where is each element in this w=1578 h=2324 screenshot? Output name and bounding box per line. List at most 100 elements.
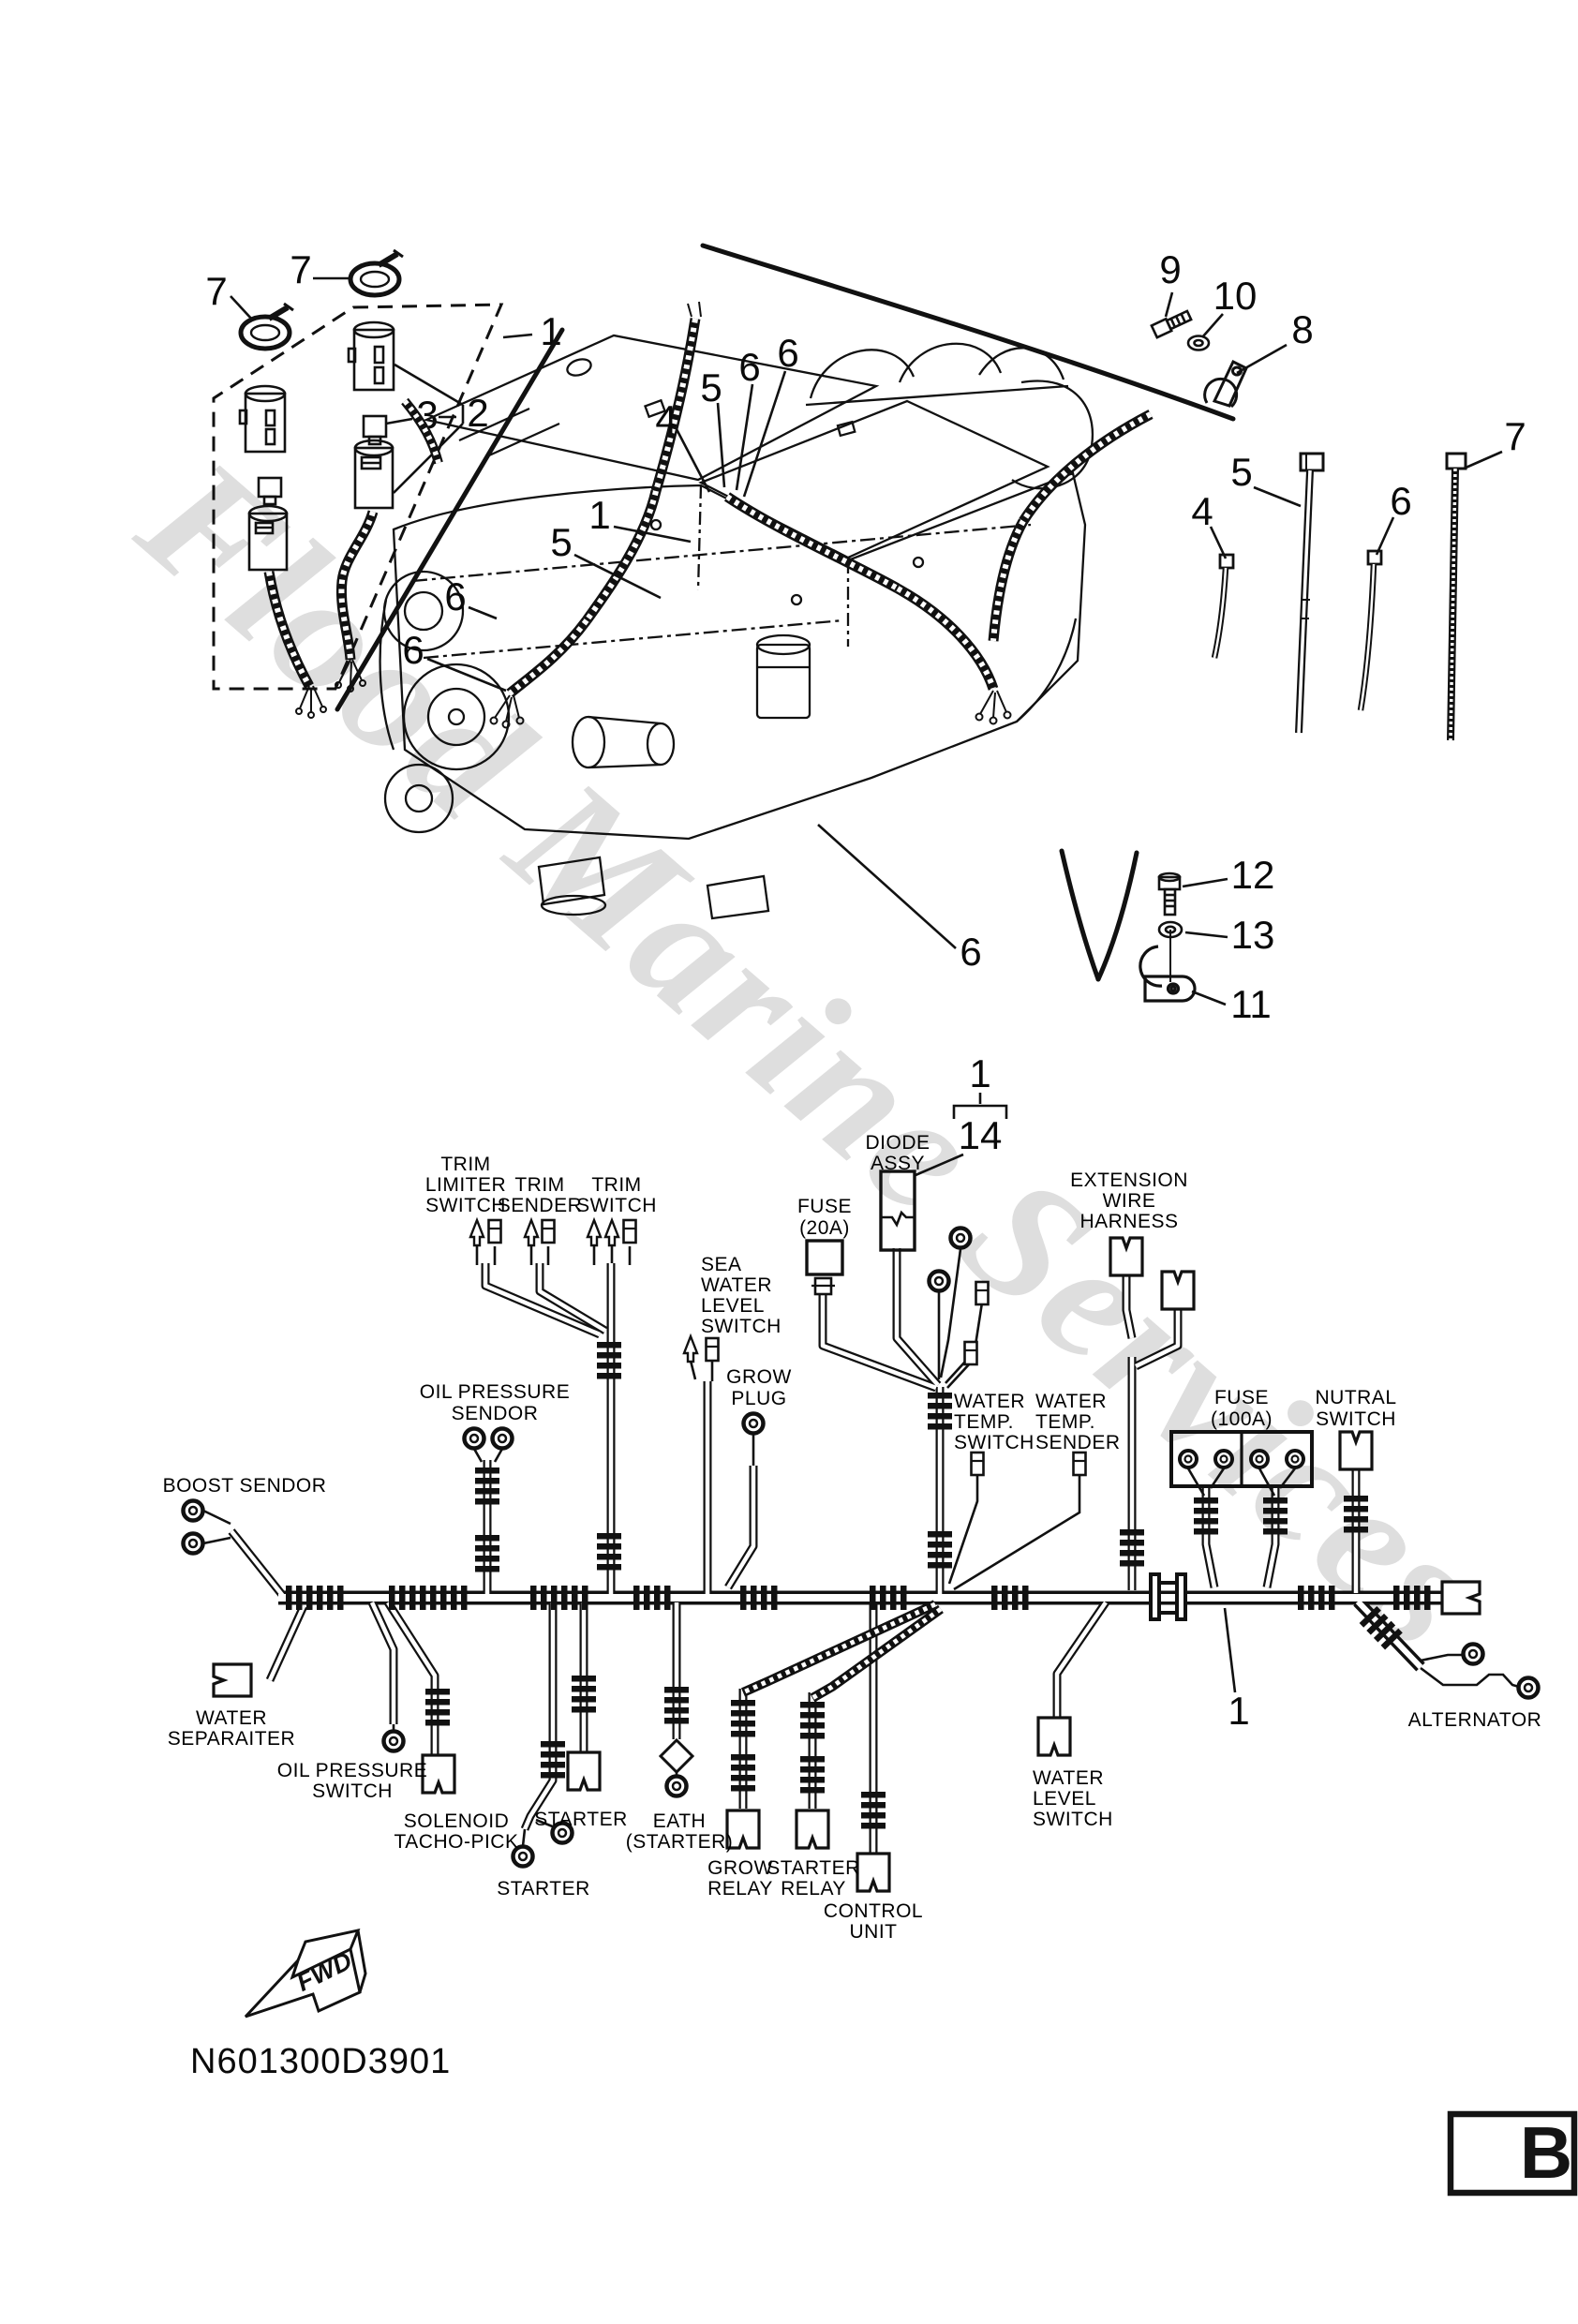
hardware-mid-right: 12 13 11 (1139, 853, 1274, 1026)
leader-stroke (700, 243, 1236, 422)
label-trim-limiter-switch: LIMITER (425, 1174, 506, 1196)
label-starter: STARTER (497, 1878, 590, 1899)
cable-tie-6 (1357, 549, 1383, 711)
label-oil-pressure-switch: OIL PRESSURE (277, 1760, 427, 1781)
callout-6: 6 (1390, 479, 1411, 523)
label-trim-limiter-switch: SWITCH (425, 1195, 506, 1216)
callout-10: 10 (1213, 274, 1258, 318)
spade-terminal (970, 1451, 985, 1477)
callout-6: 6 (960, 930, 981, 974)
label-grow-relay: RELAY (707, 1878, 773, 1899)
ring-terminal (930, 1272, 949, 1291)
water-separaiter-connector (212, 1662, 253, 1698)
ring-terminal (493, 1429, 513, 1449)
label-trim-limiter-switch: TRIM (440, 1154, 490, 1175)
dashed-boundary (212, 303, 504, 691)
subharness-detail-box: 7 7 1 3 2 (205, 247, 562, 719)
fwd-arrow: FWD (244, 1928, 367, 2019)
label-starter: STARTER (534, 1809, 628, 1830)
ring-terminal (384, 1732, 404, 1751)
engine-harness-looms (401, 301, 1154, 729)
ring-terminal (951, 1229, 971, 1248)
harness-clamp-icon (241, 304, 293, 349)
callout-1: 1 (969, 1051, 990, 1095)
label-control-unit: CONTROL (824, 1900, 923, 1922)
callout-5: 5 (550, 520, 572, 564)
ring-terminal (184, 1534, 203, 1554)
label-eath-starter: (STARTER) (626, 1831, 734, 1853)
label-water-level-switch: WATER (1033, 1767, 1104, 1789)
page-index-box: B (1447, 2110, 1578, 2197)
cable-tie-4 (1211, 553, 1235, 659)
ring-terminal (1464, 1645, 1483, 1664)
label-extension-wire-harness: HARNESS (1079, 1211, 1178, 1232)
label-oil-pressure-switch: SWITCH (312, 1780, 393, 1802)
label-water-separaiter: WATER (196, 1707, 267, 1729)
label-water-temp-sender: SENDER (1035, 1432, 1121, 1453)
starter-connector (566, 1750, 602, 1792)
bolt-icon (1150, 309, 1193, 339)
callout-8: 8 (1291, 307, 1313, 351)
fuse-20a-box (805, 1239, 844, 1296)
leader-stroke (335, 327, 565, 712)
spade-terminal (541, 1218, 556, 1244)
label-starter-relay: RELAY (781, 1878, 846, 1899)
ring-terminal (744, 1414, 764, 1434)
label-trim-sender: TRIM (514, 1174, 564, 1196)
connector-assembly-right (347, 320, 395, 510)
callout-6: 6 (738, 345, 760, 389)
label-nutral-switch: SWITCH (1316, 1408, 1396, 1430)
label-starter-relay: STARTER (767, 1857, 860, 1879)
leader-stroke (1059, 848, 1101, 982)
earth-terminal (659, 1738, 694, 1774)
label-fuse-100a: FUSE (1214, 1387, 1269, 1408)
label-fuse-100a: (100A) (1211, 1408, 1273, 1430)
leader-stroke (1095, 850, 1139, 982)
callout-7: 7 (1504, 414, 1526, 458)
label-grow-plug: PLUG (731, 1388, 786, 1409)
label-solenoid-tacho-pick: TACHO-PICK (394, 1831, 519, 1853)
cable-tie-7 (1445, 452, 1467, 741)
label-water-temp-switch: SWITCH (954, 1432, 1035, 1453)
callout-4: 4 (1191, 489, 1213, 533)
label-fuse-20a: FUSE (797, 1196, 852, 1217)
hardware-top-right: 9 10 8 5 4 6 7 (1150, 247, 1526, 741)
label-eath-starter: EATH (653, 1810, 706, 1832)
label-trim-switch: SWITCH (576, 1195, 657, 1216)
cable-tie-5 (1295, 452, 1325, 734)
bullet-terminal (469, 1218, 485, 1247)
label-grow-plug: GROW (726, 1366, 792, 1388)
callout-11: 11 (1230, 982, 1272, 1026)
label-oil-pressure-sendor: SENDOR (452, 1403, 539, 1424)
diode-assy-box (879, 1169, 916, 1252)
label-water-temp-sender: WATER (1035, 1391, 1107, 1412)
connector-assembly-left (238, 384, 289, 572)
water-level-switch-connector (1036, 1716, 1072, 1757)
spade-terminal (705, 1336, 720, 1363)
washer-icon (1186, 335, 1211, 351)
callout-5: 5 (700, 365, 722, 410)
fuse-100a-box (1169, 1430, 1314, 1488)
drawing-number: N601300D3901 (190, 2042, 451, 2081)
label-trim-sender: SENDER (498, 1195, 583, 1216)
label-extension-wire-harness: WIRE (1103, 1190, 1156, 1212)
label-control-unit: UNIT (850, 1921, 898, 1943)
callout-7: 7 (205, 269, 227, 313)
label-extension-wire-harness: EXTENSION (1070, 1169, 1188, 1191)
page-index-letter: B (1520, 2111, 1572, 2194)
callout-6: 6 (402, 628, 424, 672)
label-water-temp-switch: WATER (954, 1391, 1025, 1412)
callout-14: 14 (959, 1113, 1003, 1157)
coiled-leads (263, 510, 379, 719)
label-diode-assy: DIODE (865, 1132, 930, 1154)
callout-6: 6 (777, 331, 798, 375)
callout-7: 7 (290, 247, 311, 291)
bullet-terminal (586, 1218, 603, 1247)
label-water-level-switch: SWITCH (1033, 1809, 1113, 1830)
bullet-terminal (523, 1218, 540, 1247)
label-boost-sendor: BOOST SENDOR (163, 1475, 327, 1497)
spade-terminal (1072, 1451, 1087, 1477)
label-water-temp-switch: TEMP. (954, 1411, 1014, 1433)
